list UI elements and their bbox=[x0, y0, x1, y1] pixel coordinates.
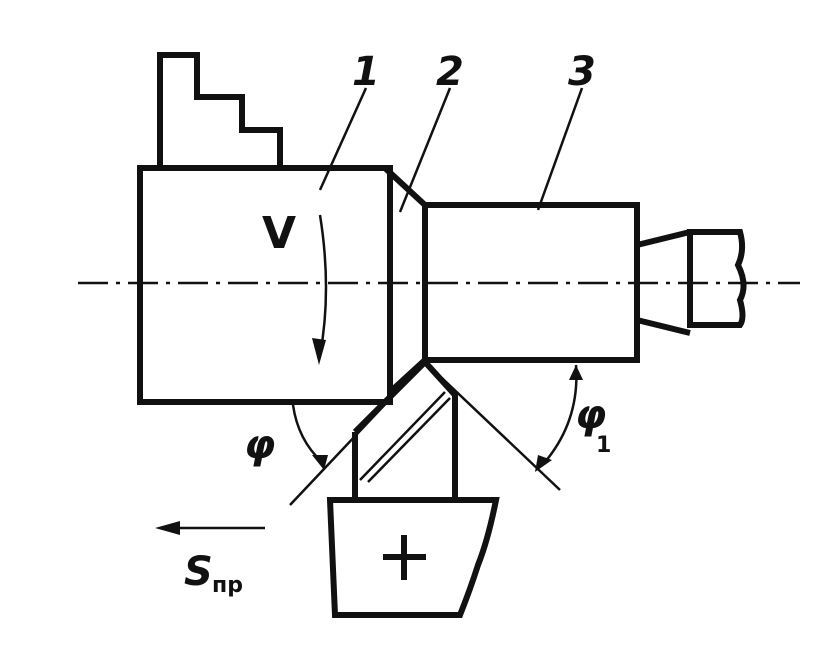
tailstock-cone bbox=[636, 229, 691, 336]
tool-holder bbox=[326, 497, 500, 618]
tool-shank bbox=[352, 357, 458, 500]
angle-arc-aux-head-top bbox=[569, 365, 583, 380]
workpiece-large-section bbox=[137, 165, 393, 405]
label-speed: V bbox=[262, 208, 296, 259]
label-feed: S bbox=[184, 549, 213, 595]
angle-arc-main-head bbox=[312, 455, 328, 470]
chuck-jaw bbox=[157, 52, 283, 168]
leader-3 bbox=[536, 87, 584, 211]
tailstock-body bbox=[687, 229, 747, 328]
leader-1 bbox=[318, 87, 368, 191]
label-2: 2 bbox=[436, 49, 464, 95]
leader-2 bbox=[398, 87, 452, 213]
label-angle-main: φ bbox=[244, 422, 275, 468]
rotation-arrow bbox=[318, 214, 328, 356]
label-angle-aux-sub: 1 bbox=[596, 433, 611, 458]
angle-arc-aux-head bbox=[535, 455, 552, 472]
plus-sign bbox=[383, 535, 426, 580]
feed-arrow-head bbox=[155, 521, 180, 535]
label-feed-sub: пр bbox=[212, 573, 243, 598]
label-1: 1 bbox=[352, 49, 380, 95]
label-3: 3 bbox=[568, 49, 596, 95]
angle-arc-main bbox=[291, 404, 323, 463]
tool-insert-stripe bbox=[359, 391, 451, 483]
workpiece-small-section bbox=[422, 202, 640, 363]
label-angle-aux: φ bbox=[575, 392, 606, 438]
rotation-arrow-head bbox=[312, 338, 326, 365]
